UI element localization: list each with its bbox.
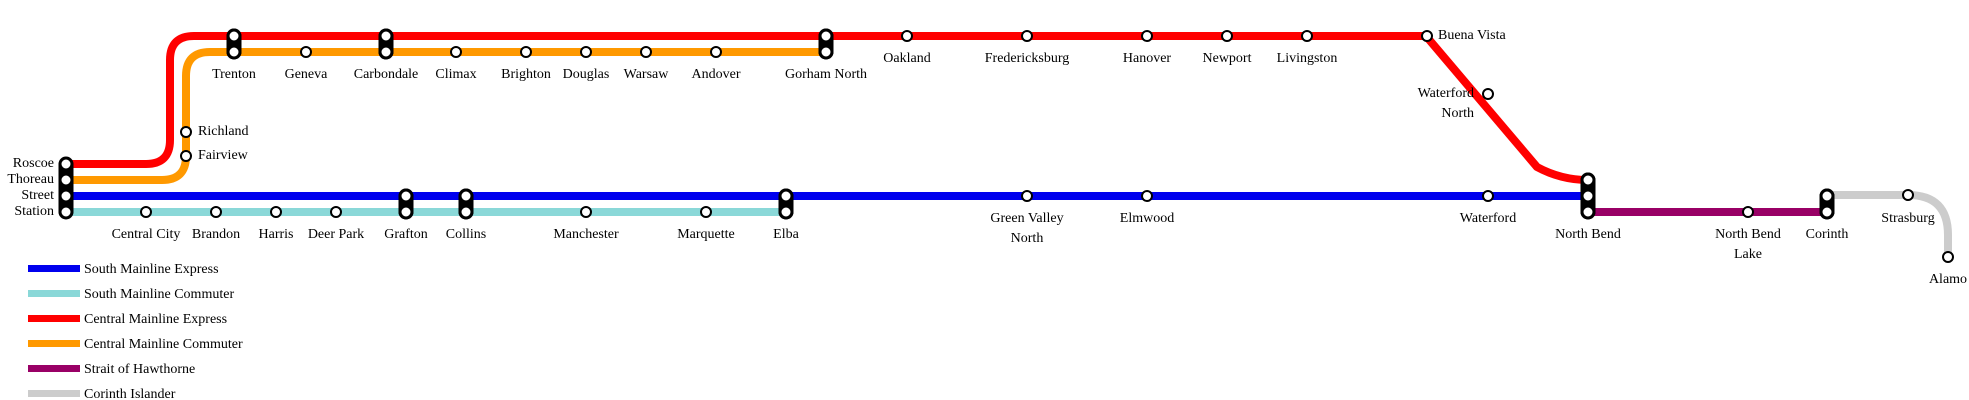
legend-label-corinth-islander: Corinth Islander: [84, 387, 176, 400]
station-buena-vista-stop[interactable]: [1421, 30, 1433, 42]
station-label-elba: Elba: [773, 227, 799, 242]
legend-label-central-commuter: Central Mainline Commuter: [84, 337, 243, 352]
station-strasburg-stop[interactable]: [1902, 189, 1914, 201]
station-hanover-stop[interactable]: [1141, 30, 1153, 42]
station-label-brighton: Brighton: [501, 67, 551, 82]
station-waterford-north-stop[interactable]: [1482, 88, 1494, 100]
station-label-climax: Climax: [435, 67, 476, 82]
legend: South Mainline Express South Mainline Co…: [28, 262, 243, 400]
station-label-brandon: Brandon: [192, 227, 240, 242]
station-geneva-stop[interactable]: [300, 46, 312, 58]
station-label-fairview: Fairview: [198, 148, 249, 163]
station-label-deer-park: Deer Park: [308, 227, 364, 242]
legend-swatch-corinth-islander: [28, 390, 80, 397]
station-label-alamo: Alamo: [1929, 272, 1967, 287]
legend-swatch-south-commuter: [28, 290, 80, 297]
station-roscoe-group-interchange[interactable]: [58, 156, 74, 220]
station-marquette-stop[interactable]: [700, 206, 712, 218]
station-label-livingston: Livingston: [1277, 51, 1338, 66]
legend-label-south-commuter: South Mainline Commuter: [84, 287, 234, 302]
station-label-carbondale: Carbondale: [354, 67, 419, 82]
station-label-fredericksburg: Fredericksburg: [985, 51, 1070, 66]
line-corinth-islander: [1832, 191, 1952, 257]
station-andover-stop[interactable]: [710, 46, 722, 58]
station-label-waterford-north-line2: North: [1441, 106, 1474, 121]
station-elba-interchange[interactable]: [778, 188, 794, 220]
station-label-corinth: Corinth: [1806, 227, 1849, 242]
station-label-waterford: Waterford: [1460, 211, 1516, 226]
station-label-north-bend-lake-line1: North Bend: [1715, 227, 1781, 242]
station-label-strasburg: Strasburg: [1881, 211, 1934, 226]
station-gorham-north-interchange[interactable]: [818, 28, 834, 60]
legend-swatch-central-express: [28, 315, 80, 322]
station-harris-stop[interactable]: [270, 206, 282, 218]
station-warsaw-stop[interactable]: [640, 46, 652, 58]
station-newport-stop[interactable]: [1221, 30, 1233, 42]
route-lines: [66, 32, 1952, 257]
line-central-commuter: [66, 48, 825, 184]
station-brighton-stop[interactable]: [520, 46, 532, 58]
station-label-richland: Richland: [198, 124, 249, 139]
station-douglas-stop[interactable]: [580, 46, 592, 58]
station-north-bend-interchange[interactable]: [1580, 172, 1596, 220]
station-label-central-city: Central City: [112, 227, 181, 242]
legend-label-central-express: Central Mainline Express: [84, 312, 227, 327]
legend-swatch-central-commuter: [28, 340, 80, 347]
station-label-newport: Newport: [1203, 51, 1252, 66]
line-central-express: [66, 32, 1589, 184]
station-oakland-stop[interactable]: [901, 30, 913, 42]
station-fredericksburg-stop[interactable]: [1021, 30, 1033, 42]
station-label-street: Street: [21, 188, 54, 203]
station-label-north-bend: North Bend: [1555, 227, 1621, 242]
station-label-warsaw: Warsaw: [624, 67, 670, 82]
station-label-thoreau: Thoreau: [7, 172, 54, 187]
station-waterford-stop[interactable]: [1482, 190, 1494, 202]
station-deer-park-stop[interactable]: [330, 206, 342, 218]
station-label-hanover: Hanover: [1123, 51, 1172, 66]
station-livingston-stop[interactable]: [1301, 30, 1313, 42]
station-label-grafton: Grafton: [384, 227, 428, 242]
station-collins-interchange[interactable]: [458, 188, 474, 220]
station-label-roscoe: Roscoe: [13, 156, 54, 171]
station-label-collins: Collins: [446, 227, 486, 242]
station-label-buena-vista: Buena Vista: [1438, 28, 1507, 43]
station-fairview-stop[interactable]: [180, 150, 192, 162]
interchanges: [58, 28, 1835, 220]
station-central-city-stop[interactable]: [140, 206, 152, 218]
legend-label-strait-hawthorne: Strait of Hawthorne: [84, 362, 195, 377]
station-label-waterford-north-line1: Waterford: [1418, 86, 1474, 101]
station-label-elmwood: Elmwood: [1120, 211, 1174, 226]
station-corinth-interchange[interactable]: [1819, 188, 1835, 220]
station-label-andover: Andover: [692, 67, 741, 82]
station-grafton-interchange[interactable]: [398, 188, 414, 220]
station-richland-stop[interactable]: [180, 126, 192, 138]
station-brandon-stop[interactable]: [210, 206, 222, 218]
station-label-douglas: Douglas: [563, 67, 610, 82]
station-north-bend-lake-stop[interactable]: [1742, 206, 1754, 218]
station-alamo-stop[interactable]: [1942, 251, 1954, 263]
station-elmwood-stop[interactable]: [1141, 190, 1153, 202]
station-label-north-bend-lake-line2: Lake: [1734, 247, 1762, 262]
station-trenton-interchange[interactable]: [226, 28, 242, 60]
station-manchester-stop[interactable]: [580, 206, 592, 218]
legend-swatch-strait-hawthorne: [28, 365, 80, 372]
station-label-harris: Harris: [259, 227, 294, 242]
station-labels: Roscoe Thoreau Street Station Trenton Ge…: [7, 28, 1967, 287]
station-label-oakland: Oakland: [883, 51, 930, 66]
station-carbondale-interchange[interactable]: [378, 28, 394, 60]
station-label-trenton: Trenton: [212, 67, 256, 82]
stops: [140, 30, 1954, 263]
station-label-green-valley-north-line2: North: [1011, 231, 1044, 246]
legend-label-south-express: South Mainline Express: [84, 262, 219, 277]
station-label-marquette: Marquette: [677, 227, 735, 242]
station-label-manchester: Manchester: [553, 227, 619, 242]
station-label-station: Station: [14, 204, 54, 219]
station-green-valley-north-stop[interactable]: [1021, 190, 1033, 202]
legend-swatch-south-express: [28, 265, 80, 272]
station-label-gorham-north: Gorham North: [785, 67, 867, 82]
station-label-green-valley-north-line1: Green Valley: [990, 211, 1063, 226]
station-climax-stop[interactable]: [450, 46, 462, 58]
station-label-geneva: Geneva: [285, 67, 329, 82]
